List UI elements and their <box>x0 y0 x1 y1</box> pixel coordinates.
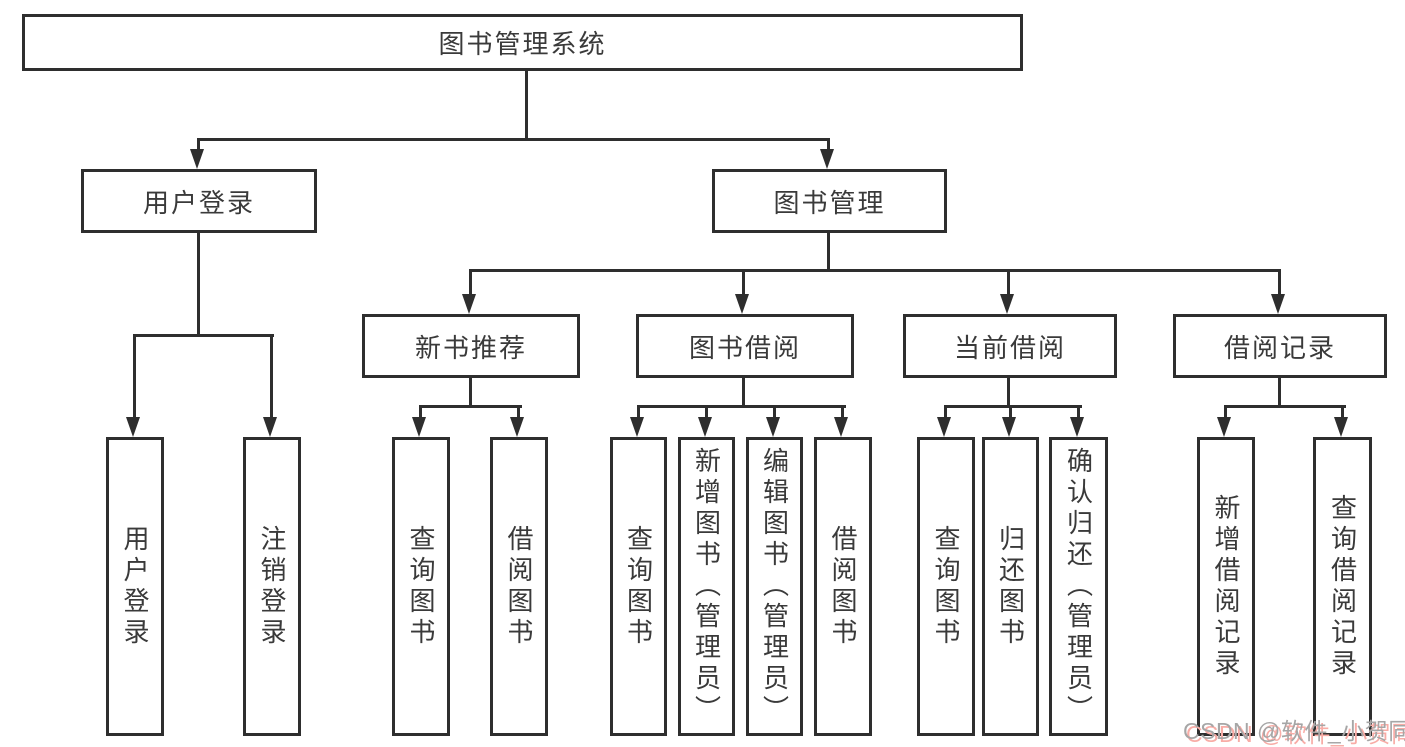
leaf-cb-return-books: 归还图书 <box>982 437 1039 736</box>
leaf-user-login: 用户登录 <box>106 437 164 736</box>
arrowhead-icon <box>412 417 426 437</box>
connector-line <box>197 138 200 152</box>
arrowhead-icon <box>937 417 951 437</box>
watermark: CSDN @软件_小贺同学 <box>1183 718 1405 744</box>
arrowhead-icon <box>820 149 834 169</box>
connector-line <box>517 405 520 419</box>
leaf-br-query-record: 查询借阅记录 <box>1313 437 1372 736</box>
connector-line <box>637 405 846 408</box>
connector-line <box>773 405 776 419</box>
connector-line <box>469 269 1281 272</box>
node-root-system: 图书管理系统 <box>22 14 1023 71</box>
connector-line <box>419 405 422 419</box>
node-new-book-recommend: 新书推荐 <box>362 314 580 378</box>
connector-line <box>1278 269 1281 297</box>
arrowhead-icon <box>1217 417 1231 437</box>
arrowhead-icon <box>698 417 712 437</box>
arrowhead-icon <box>1271 294 1285 314</box>
arrowhead-icon <box>462 294 476 314</box>
arrowhead-icon <box>735 294 749 314</box>
arrowhead-icon <box>834 417 848 437</box>
leaf-label: 归还图书 <box>995 524 1026 649</box>
connector-line <box>637 405 640 419</box>
connector-line <box>270 334 273 419</box>
connector-line <box>827 233 830 271</box>
arrowhead-icon <box>510 417 524 437</box>
leaf-label: 借阅图书 <box>828 524 858 649</box>
leaf-label: 查询图书 <box>623 524 654 649</box>
leaf-nb-borrow-books: 借阅图书 <box>490 437 548 736</box>
connector-line <box>133 334 136 419</box>
leaf-cb-query-books: 查询图书 <box>917 437 975 736</box>
leaf-nb-query-books: 查询图书 <box>392 437 450 736</box>
connector-line <box>133 334 274 337</box>
connector-line <box>1278 378 1281 407</box>
leaf-label: 新增图书（管理员） <box>691 447 722 726</box>
arrowhead-icon <box>126 417 140 437</box>
leaf-bb-edit-books-admin: 编辑图书（管理员） <box>746 437 803 736</box>
arrowhead-icon <box>1070 417 1084 437</box>
leaf-label: 注销登录 <box>257 524 287 649</box>
arrowhead-icon <box>766 417 780 437</box>
connector-line <box>1007 378 1010 407</box>
arrowhead-icon <box>1000 294 1014 314</box>
connector-line <box>1077 405 1080 419</box>
leaf-bb-add-books-admin: 新增图书（管理员） <box>678 437 735 736</box>
connector-line <box>742 269 745 297</box>
leaf-cb-confirm-return-admin: 确认归还（管理员） <box>1049 437 1108 736</box>
leaf-bb-query-books: 查询图书 <box>610 437 667 736</box>
connector-line <box>1009 405 1012 419</box>
connector-line <box>1224 405 1346 408</box>
connector-line <box>944 405 947 419</box>
connector-line <box>705 405 708 419</box>
leaf-label: 查询图书 <box>931 524 961 649</box>
connector-line <box>1224 405 1227 419</box>
leaf-label: 编辑图书（管理员） <box>759 447 790 726</box>
leaf-label: 新增借阅记录 <box>1211 493 1241 680</box>
connector-line <box>1341 405 1344 419</box>
connector-line <box>742 378 745 407</box>
arrowhead-icon <box>1002 417 1016 437</box>
leaf-bb-borrow-books: 借阅图书 <box>814 437 872 736</box>
arrowhead-icon <box>1334 417 1348 437</box>
leaf-label: 查询图书 <box>406 524 436 649</box>
node-book-borrow: 图书借阅 <box>636 314 854 378</box>
leaf-label: 借阅图书 <box>504 524 534 649</box>
leaf-logout: 注销登录 <box>243 437 301 736</box>
connector-line <box>419 405 522 408</box>
connector-line <box>827 138 830 152</box>
arrowhead-icon <box>190 149 204 169</box>
connector-line <box>944 405 1082 408</box>
arrowhead-icon <box>263 417 277 437</box>
leaf-label: 用户登录 <box>120 524 150 649</box>
connector-line <box>197 233 200 336</box>
node-user-login: 用户登录 <box>81 169 317 233</box>
connector-line <box>197 138 830 141</box>
connector-line <box>841 405 844 419</box>
node-book-management: 图书管理 <box>712 169 947 233</box>
node-current-borrow: 当前借阅 <box>903 314 1117 378</box>
leaf-label: 查询借阅记录 <box>1327 493 1358 680</box>
arrowhead-icon <box>630 417 644 437</box>
connector-line <box>525 70 528 140</box>
connector-line <box>469 378 472 407</box>
leaf-br-add-record: 新增借阅记录 <box>1197 437 1255 736</box>
leaf-label: 确认归还（管理员） <box>1063 447 1094 726</box>
connector-line <box>1007 269 1010 297</box>
node-borrow-records: 借阅记录 <box>1173 314 1387 378</box>
connector-line <box>469 269 472 297</box>
